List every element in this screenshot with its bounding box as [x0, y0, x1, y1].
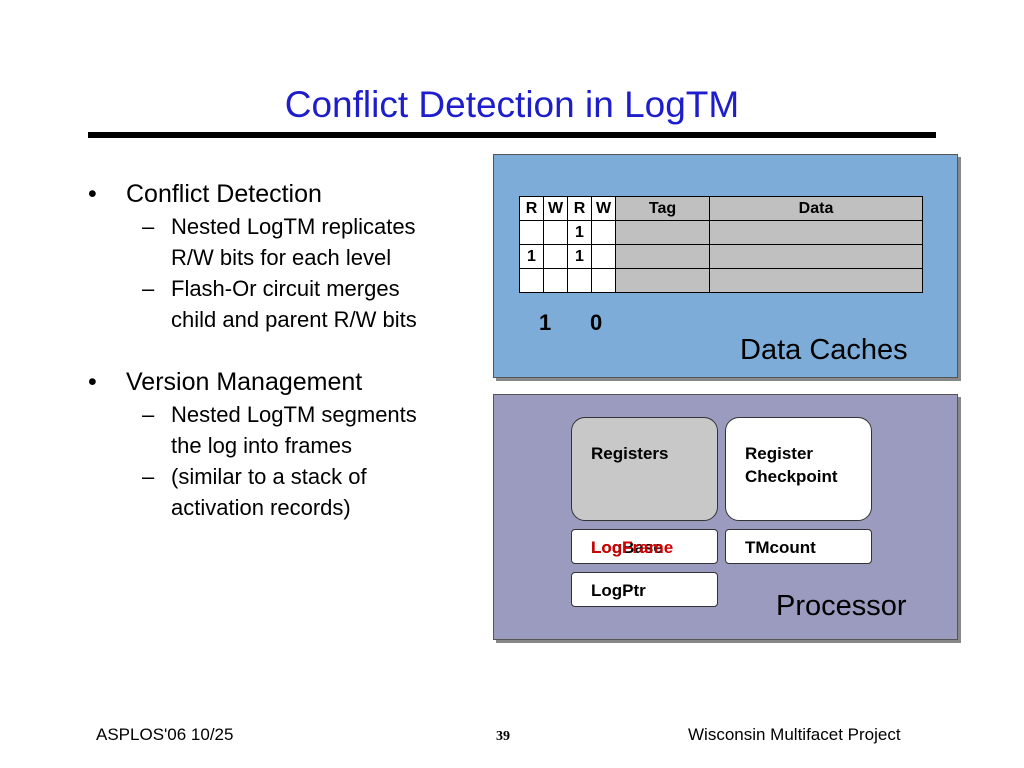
logframe-label: LogFrame — [591, 538, 674, 557]
cache-table: R W R W Tag Data 1 1 1 — [519, 196, 923, 293]
header-write-bit: W — [543, 196, 568, 221]
sub-item-line: the log into frames — [171, 433, 352, 458]
sub-marker: – — [142, 214, 155, 239]
sub-item-line: Flash-Or circuit merges — [171, 276, 400, 301]
cache-cell — [615, 268, 710, 293]
logbase-label: LogBase — [591, 538, 663, 557]
cache-cell — [591, 268, 616, 293]
title-divider — [88, 132, 936, 138]
cache-cell — [543, 268, 568, 293]
cache-cell — [709, 220, 923, 245]
sub-item-line: (similar to a stack of — [171, 464, 367, 489]
cache-cell — [709, 244, 923, 269]
registers-label: Registers — [591, 444, 669, 463]
sub-marker: – — [142, 464, 155, 489]
cache-cell — [543, 244, 568, 269]
cache-cell — [591, 220, 616, 245]
register-checkpoint-label-line: Checkpoint — [745, 467, 838, 486]
sub-item-line: child and parent R/W bits — [171, 307, 417, 332]
cache-cell — [615, 220, 710, 245]
logptr-box: LogPtr — [571, 572, 718, 607]
footer-conference: ASPLOS'06 10/25 — [96, 725, 234, 744]
bullet-conflict-detection: Conflict Detection — [126, 180, 322, 208]
cache-cell: 1 — [567, 244, 592, 269]
cache-cell — [709, 268, 923, 293]
registers-box: Registers — [571, 417, 718, 521]
sub-marker: – — [142, 276, 155, 301]
header-read-bit: R — [567, 196, 592, 221]
flash-or-write: 0 — [590, 310, 603, 335]
tmcount-box: TMcount — [725, 529, 872, 564]
bullet-marker: • — [88, 180, 97, 208]
logframe-logbase-box: LogBase LogFrame — [571, 529, 718, 564]
cache-cell: 1 — [519, 244, 544, 269]
tmcount-label: TMcount — [745, 538, 816, 557]
sub-item-line: activation records) — [171, 495, 351, 520]
cache-row: 1 — [519, 220, 923, 245]
sub-marker: – — [142, 402, 155, 427]
cache-row — [519, 268, 923, 293]
sub-item-line: R/W bits for each level — [171, 245, 392, 270]
cache-cell — [543, 220, 568, 245]
header-tag: Tag — [615, 196, 710, 221]
bullet-marker: • — [88, 368, 97, 396]
cache-cell — [519, 268, 544, 293]
cache-row: 1 1 — [519, 244, 923, 269]
sub-item-line: Nested LogTM replicates — [171, 214, 416, 239]
header-read-bit: R — [519, 196, 544, 221]
footer-project: Wisconsin Multifacet Project — [688, 725, 901, 744]
header-write-bit: W — [591, 196, 616, 221]
cache-cell — [567, 268, 592, 293]
register-checkpoint-box: Register Checkpoint — [725, 417, 872, 521]
cache-cell — [615, 244, 710, 269]
processor-label: Processor — [776, 590, 907, 622]
cache-cell: 1 — [567, 220, 592, 245]
footer-page-number: 39 — [496, 729, 510, 744]
cache-header-row: R W R W Tag Data — [519, 196, 923, 221]
logptr-label: LogPtr — [591, 581, 646, 600]
cache-cell — [519, 220, 544, 245]
sub-item-line: Nested LogTM segments — [171, 402, 417, 427]
slide-title: Conflict Detection in LogTM — [284, 84, 740, 125]
data-caches-label: Data Caches — [740, 334, 908, 366]
cache-cell — [591, 244, 616, 269]
header-data: Data — [709, 196, 923, 221]
register-checkpoint-label-line: Register — [745, 444, 814, 463]
flash-or-read: 1 — [539, 310, 552, 335]
bullet-version-management: Version Management — [126, 368, 363, 396]
